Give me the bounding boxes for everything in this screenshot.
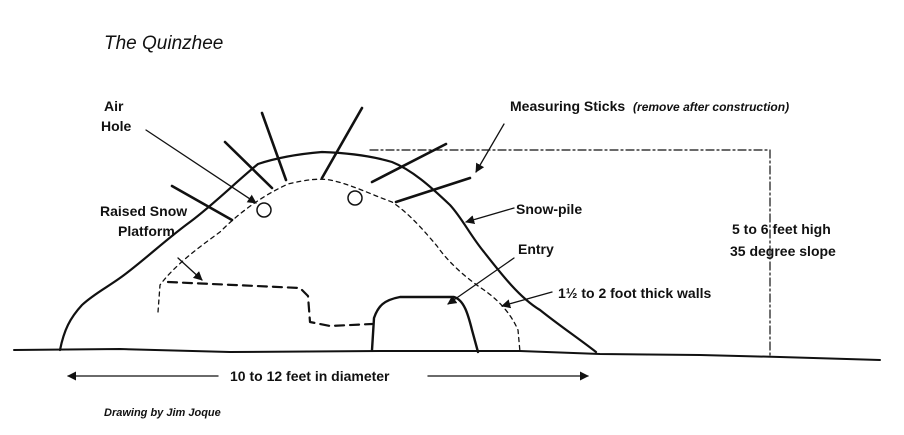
height-label-line2: 35 degree slope: [730, 243, 836, 259]
raised-platform-label-line2: Platform: [118, 223, 175, 239]
measuring-stick: [223, 140, 274, 190]
entry-leader: [447, 257, 515, 305]
air-hole-left: [256, 202, 272, 218]
snow-pile-outline: [58, 150, 598, 354]
measuring-sticks-label: Measuring Sticks (remove after construct…: [510, 98, 789, 114]
diagram-title: The Quinzhee: [104, 33, 223, 54]
raised-platform-label-line1: Raised Snow: [100, 203, 187, 219]
raised-platform-leader: [177, 257, 203, 281]
measuring-sticks: [170, 106, 472, 222]
entry-label: Entry: [518, 241, 554, 257]
measuring-sticks-text: Measuring Sticks: [510, 98, 625, 114]
measuring-stick: [170, 184, 234, 222]
drawing-credit: Drawing by Jim Joque: [104, 407, 221, 419]
measuring-stick: [260, 111, 288, 182]
walls-label: 1½ to 2 foot thick walls: [558, 285, 711, 301]
diameter-label: 10 to 12 feet in diameter: [230, 368, 390, 384]
air-hole-label-line1: Air: [104, 98, 124, 114]
air-hole-leader: [145, 129, 257, 204]
ground-line: [13, 348, 881, 361]
walls-leader: [501, 291, 553, 309]
measuring-stick: [394, 176, 472, 204]
air-hole-right: [347, 190, 363, 206]
inner-chamber-outline: [157, 178, 521, 353]
height-dimension: [369, 149, 771, 358]
measuring-sticks-note: (remove after construction): [633, 100, 789, 114]
height-label-line1: 5 to 6 feet high: [732, 221, 831, 237]
measuring-stick: [320, 106, 364, 180]
entry-tunnel: [370, 295, 480, 354]
air-hole-label-line2: Hole: [101, 118, 132, 134]
snow-pile-leader: [465, 207, 515, 225]
snow-pile-label: Snow-pile: [516, 201, 582, 217]
measuring-sticks-leader: [475, 123, 505, 173]
raised-platform-floor: [166, 280, 374, 328]
